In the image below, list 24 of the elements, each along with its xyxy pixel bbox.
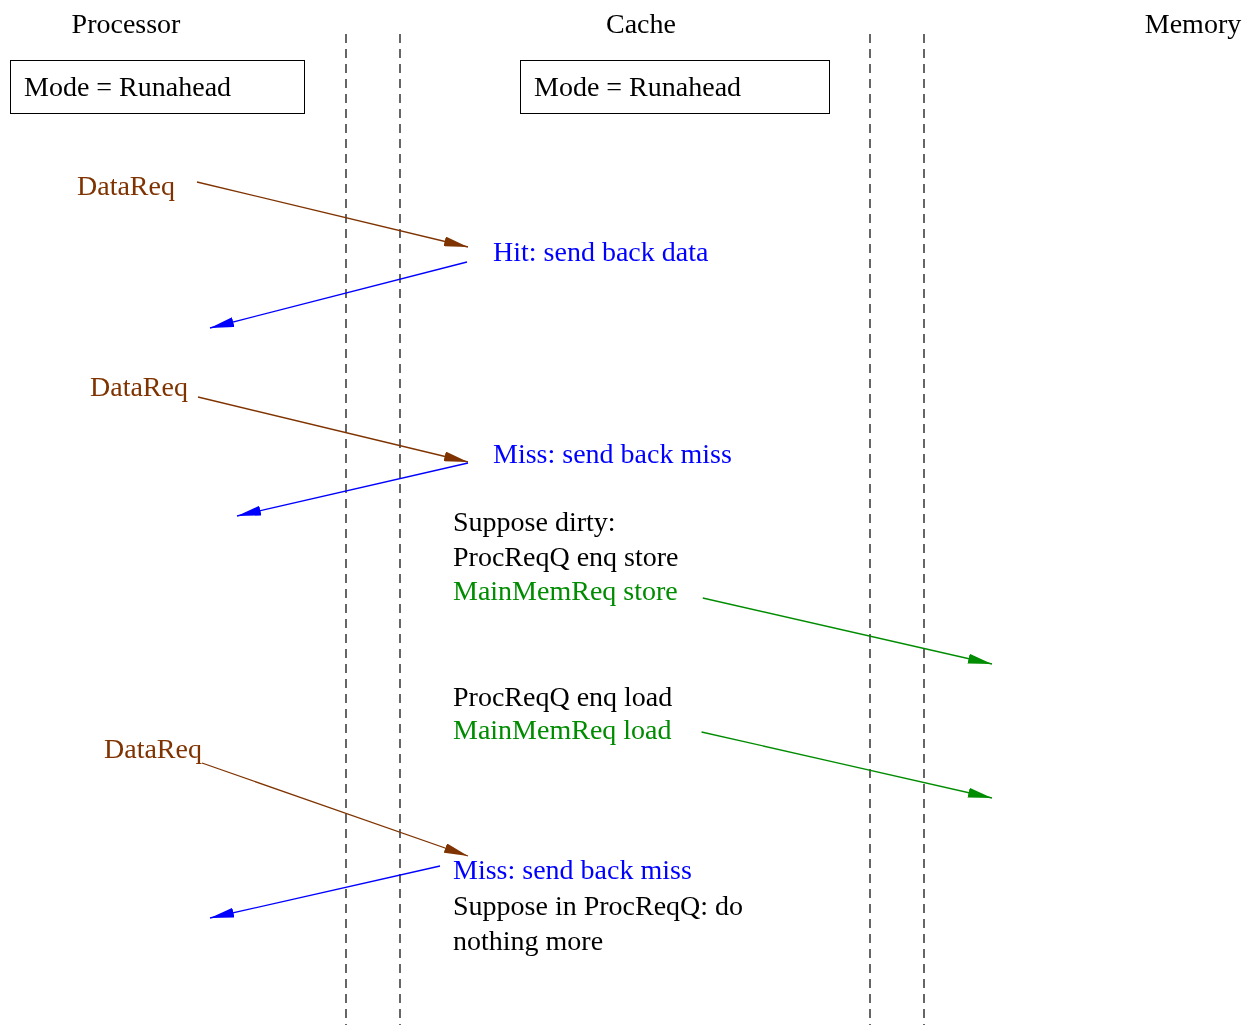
message-text: Hit: send back data xyxy=(493,235,709,269)
arrow xyxy=(702,597,993,665)
message-text: Miss: send back miss xyxy=(493,437,732,471)
note-text: Suppose in ProcReqQ: do nothing more xyxy=(453,889,745,958)
arrow xyxy=(196,181,469,248)
arrow xyxy=(209,261,468,329)
mode-box: Mode = Runahead xyxy=(10,60,305,114)
arrow xyxy=(201,762,469,857)
column-heading: Processor xyxy=(71,7,181,41)
column-heading: Cache xyxy=(606,7,676,41)
note-text: ProcReqQ enq load xyxy=(453,680,674,714)
arrow xyxy=(197,396,469,463)
message-text: DataReq xyxy=(77,169,175,203)
arrow xyxy=(209,865,441,919)
mode-box: Mode = Runahead xyxy=(520,60,830,114)
message-text: MainMemReq store xyxy=(453,574,678,608)
message-text: Miss: send back miss xyxy=(453,853,692,887)
message-text: MainMemReq load xyxy=(453,713,672,747)
column-heading: Memory xyxy=(1144,7,1242,41)
message-text: DataReq xyxy=(90,370,188,404)
note-text: Suppose dirty: ProcReqQ enq store xyxy=(453,505,680,574)
arrow xyxy=(236,462,469,517)
arrow xyxy=(700,731,993,799)
message-text: DataReq xyxy=(104,732,202,766)
